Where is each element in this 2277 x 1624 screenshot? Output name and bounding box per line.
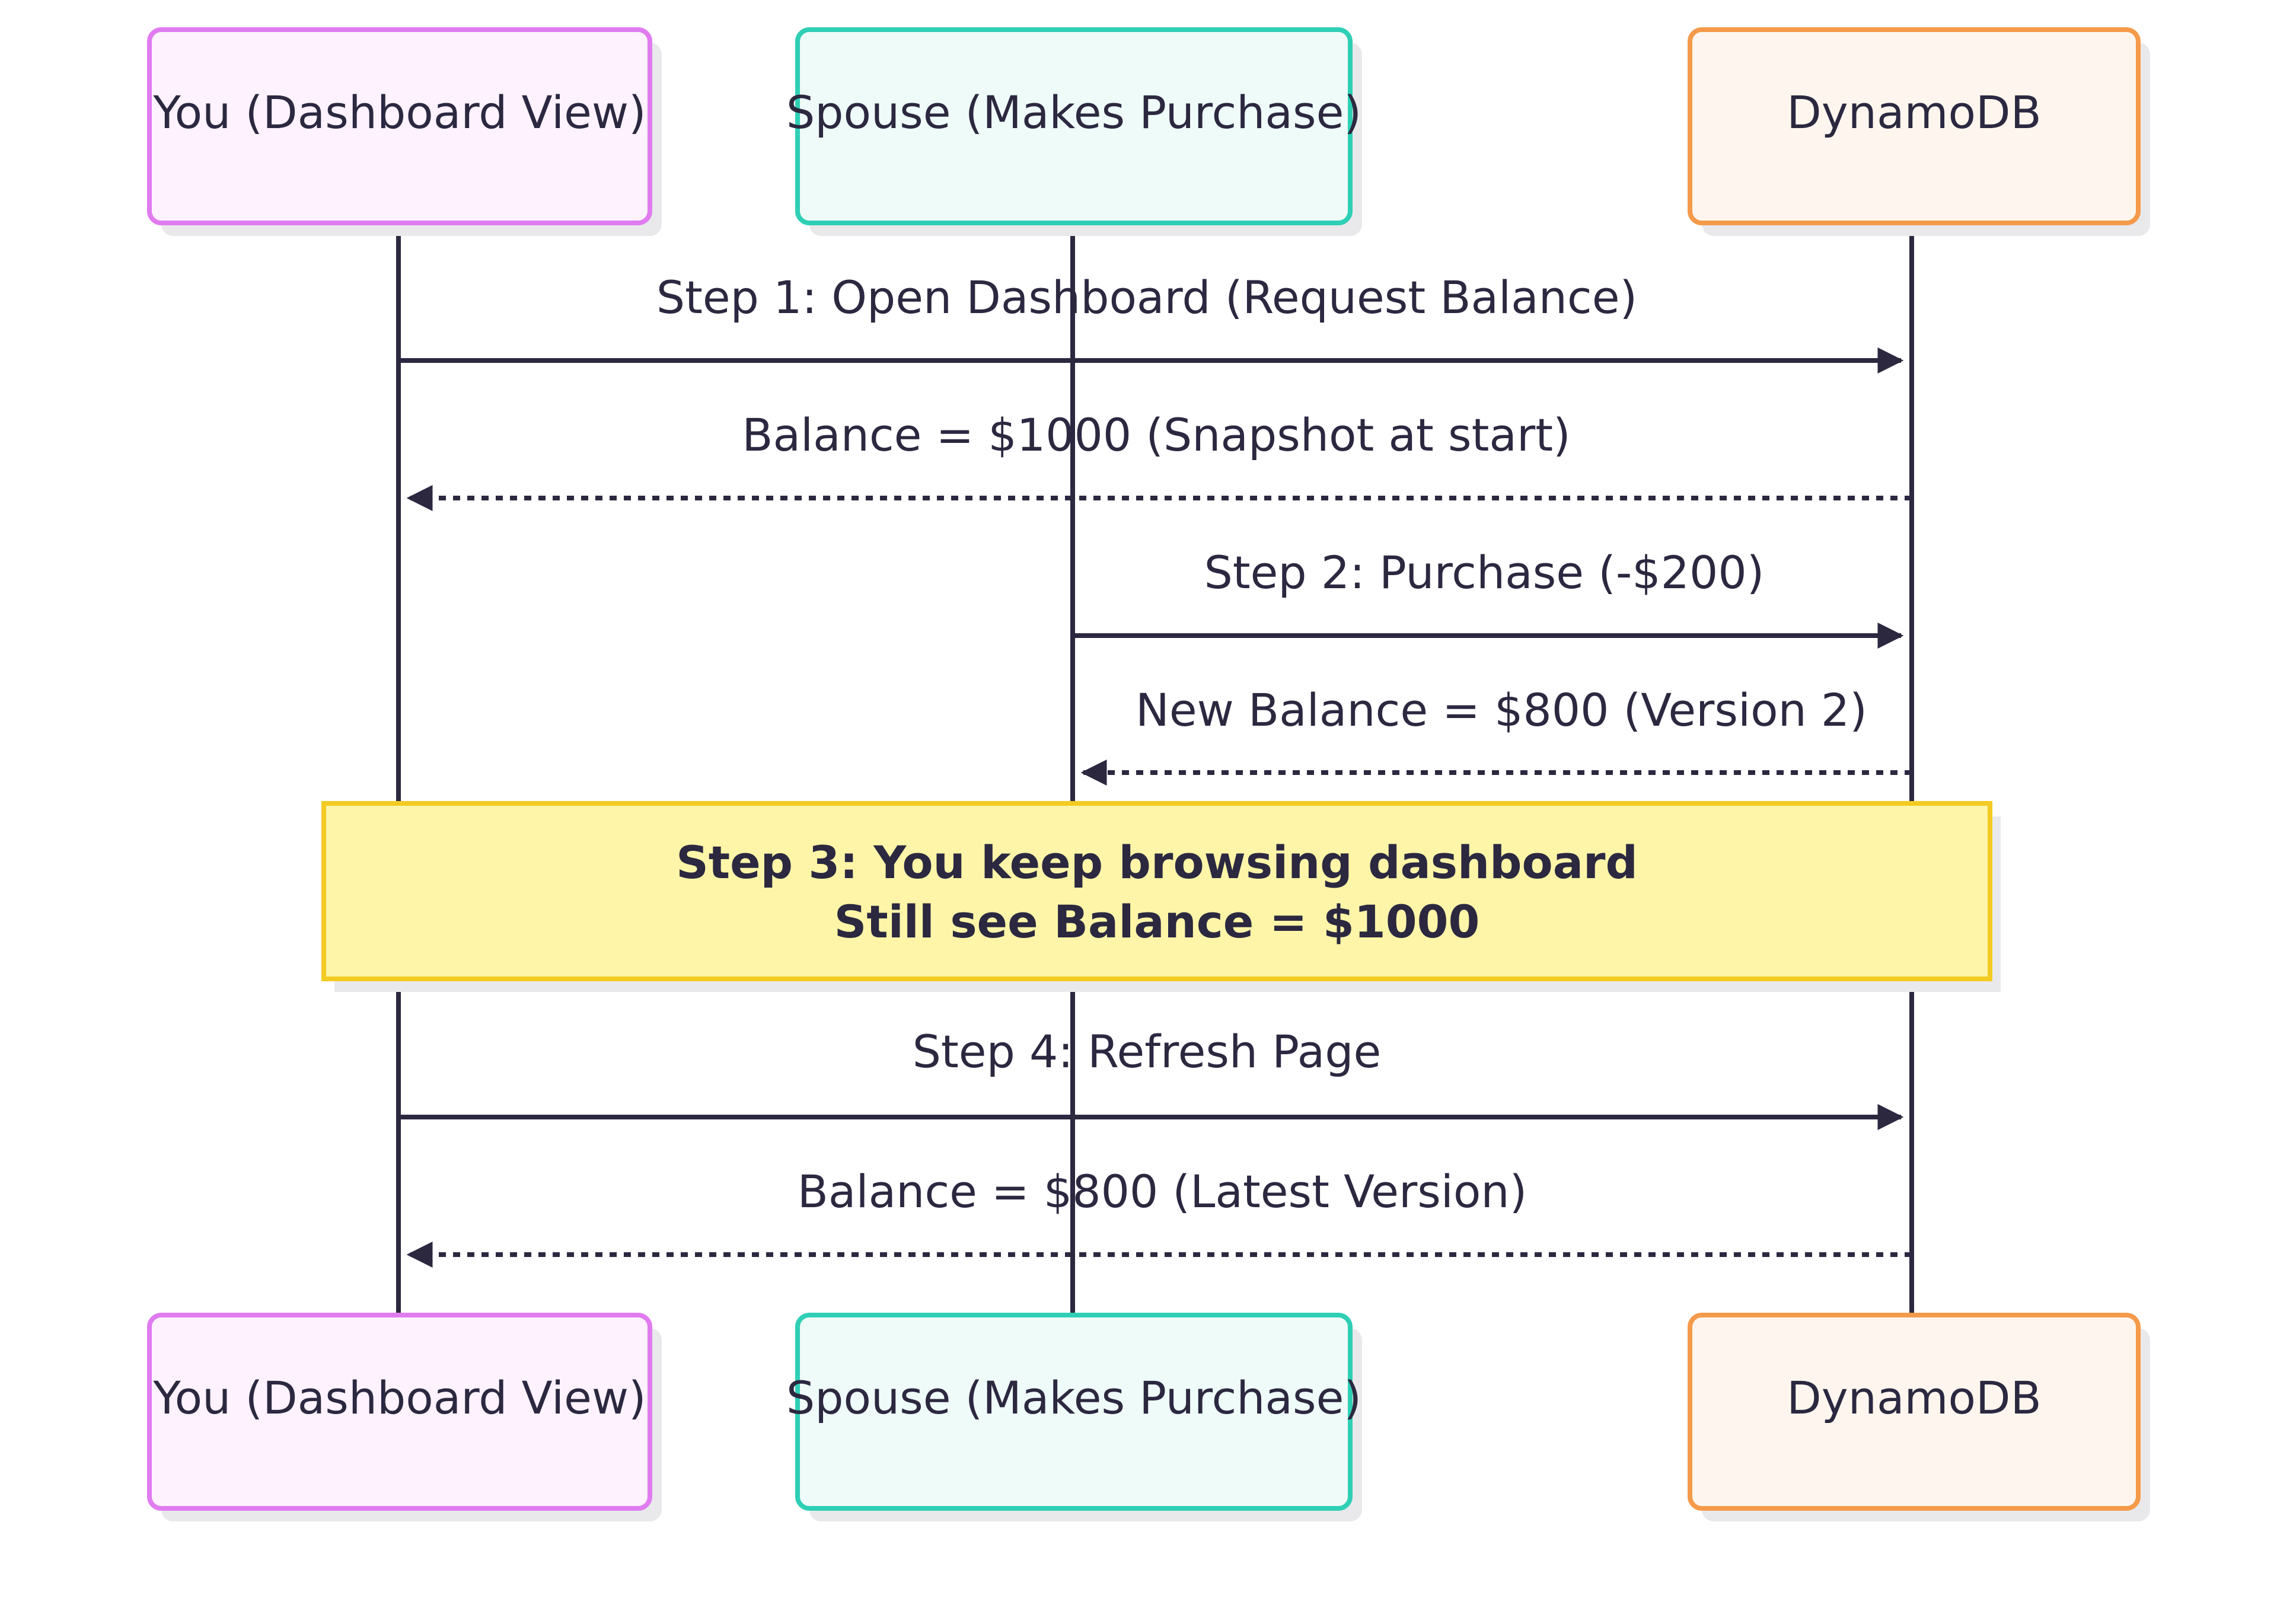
actor-box (795, 1313, 1353, 1511)
message-label: New Balance = $800 (Version 2) (1136, 684, 1867, 736)
actor-label: DynamoDB (1787, 86, 2041, 139)
message-label: Step 2: Purchase (-$200) (1204, 546, 1765, 599)
actor-db-top: DynamoDB (1688, 27, 2150, 236)
actor-box (795, 27, 1353, 225)
actor-box (1688, 1313, 2141, 1511)
message-4: New Balance = $800 (Version 2) (1080, 684, 1912, 786)
message-label: Balance = $1000 (Snapshot at start) (742, 409, 1570, 461)
message-label: Step 1: Open Dashboard (Request Balance) (656, 271, 1637, 324)
message-3: Step 2: Purchase (-$200) (1073, 546, 1904, 649)
actor-box (147, 1313, 652, 1511)
note-box (321, 801, 1992, 981)
message-6: Balance = $800 (Latest Version) (406, 1165, 1912, 1268)
note-line-1: Step 3: You keep browsing dashboard (676, 836, 1638, 889)
actor-spouse-top: Spouse (Makes Purchase) (786, 27, 1362, 236)
actor-label: Spouse (Makes Purchase) (786, 1371, 1361, 1424)
actor-label: DynamoDB (1787, 1371, 2041, 1424)
message-1: Step 1: Open Dashboard (Request Balance) (398, 271, 1904, 374)
actor-you-top: You (Dashboard View) (147, 27, 662, 236)
actor-label: You (Dashboard View) (152, 1371, 646, 1424)
message-5: Step 4: Refresh Page (398, 1025, 1904, 1130)
lifelines (396, 224, 1914, 1314)
actor-spouse-bottom: Spouse (Makes Purchase) (786, 1313, 1362, 1521)
message-label: Balance = $800 (Latest Version) (798, 1165, 1527, 1218)
message-label: Step 4: Refresh Page (913, 1025, 1381, 1078)
actor-db-bottom: DynamoDB (1688, 1313, 2150, 1521)
message-2: Balance = $1000 (Snapshot at start) (406, 409, 1912, 511)
actor-box (147, 27, 652, 225)
actor-box (1688, 27, 2141, 225)
note-step-3: Step 3: You keep browsing dashboard Stil… (321, 801, 2001, 992)
note-line-2: Still see Balance = $1000 (834, 895, 1480, 948)
actor-label: Spouse (Makes Purchase) (786, 86, 1361, 139)
actor-label: You (Dashboard View) (152, 86, 646, 139)
actor-you-bottom: You (Dashboard View) (147, 1313, 662, 1521)
